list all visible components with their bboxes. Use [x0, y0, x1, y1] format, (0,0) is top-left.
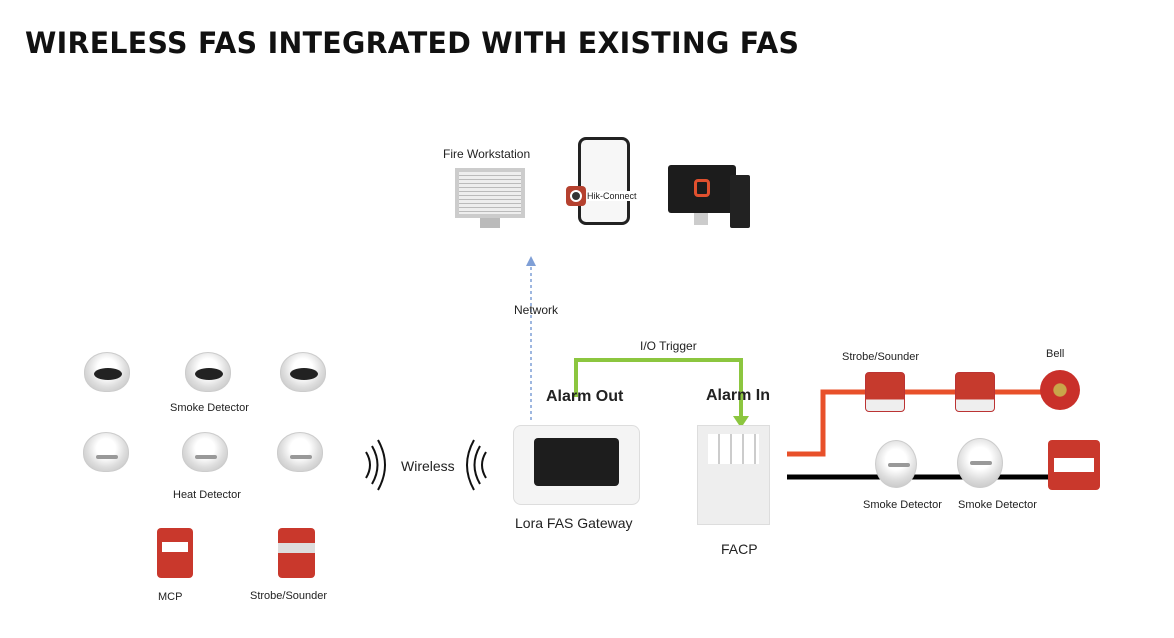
pc-tower — [730, 175, 750, 228]
wireless-waves-left — [365, 439, 386, 491]
right-smoke-detector-1 — [875, 440, 917, 488]
gateway-label: Lora FAS Gateway — [515, 515, 633, 531]
alarm-out-label: Alarm Out — [546, 388, 624, 405]
pc-stand — [694, 213, 708, 225]
facp-label: FACP — [721, 541, 758, 557]
wireless-strobe-sounder — [278, 528, 315, 578]
hik-connect-label: Hik-Connect — [587, 191, 637, 201]
io-trigger-line — [574, 358, 743, 418]
wireless-label: Wireless — [401, 458, 455, 474]
left-smoke-label: Smoke Detector — [170, 402, 249, 414]
monitor-stand — [480, 218, 500, 228]
left-mcp-label: MCP — [158, 591, 183, 603]
workstation-monitor-icon — [455, 168, 525, 218]
wireless-smoke-detector-1 — [84, 352, 130, 392]
sounder-loop — [787, 389, 1050, 457]
wireless-smoke-detector-3 — [280, 352, 326, 392]
lora-gateway-device — [513, 425, 640, 505]
wireless-heat-detector-2 — [182, 432, 228, 472]
network-label: Network — [514, 303, 559, 317]
network-arrowhead — [526, 256, 536, 266]
right-smoke-detector-2 — [957, 438, 1003, 488]
wireless-heat-detector-1 — [83, 432, 129, 472]
right-smoke-label-2: Smoke Detector — [958, 499, 1037, 511]
wireless-smoke-detector-2 — [185, 352, 231, 392]
left-heat-label: Heat Detector — [173, 489, 241, 501]
workstation-label: Fire Workstation — [443, 147, 531, 161]
io-trigger-arrowhead — [733, 416, 749, 428]
right-smoke-label-1: Smoke Detector — [863, 499, 942, 511]
io-trigger-label: I/O Trigger — [640, 339, 697, 353]
desktop-pc-icon — [668, 165, 736, 213]
hik-connect-logo-icon — [566, 186, 586, 206]
phone-icon — [578, 137, 630, 225]
bell-label: Bell — [1046, 348, 1065, 360]
wireless-mcp — [157, 528, 193, 578]
strobe-sounder-1 — [865, 372, 905, 412]
left-strobe-label: Strobe/Sounder — [250, 590, 328, 602]
wireless-heat-detector-3 — [277, 432, 323, 472]
right-mcp — [1048, 440, 1100, 490]
page-title: WIRELESS FAS INTEGRATED WITH EXISTING FA… — [25, 26, 800, 60]
facp-panel — [697, 425, 770, 525]
strobe-sounder-2 — [955, 372, 995, 412]
right-strobe-label: Strobe/Sounder — [842, 351, 920, 363]
bell-icon — [1040, 370, 1080, 410]
wireless-waves-right — [466, 439, 487, 491]
alarm-in-label: Alarm In — [706, 387, 771, 404]
